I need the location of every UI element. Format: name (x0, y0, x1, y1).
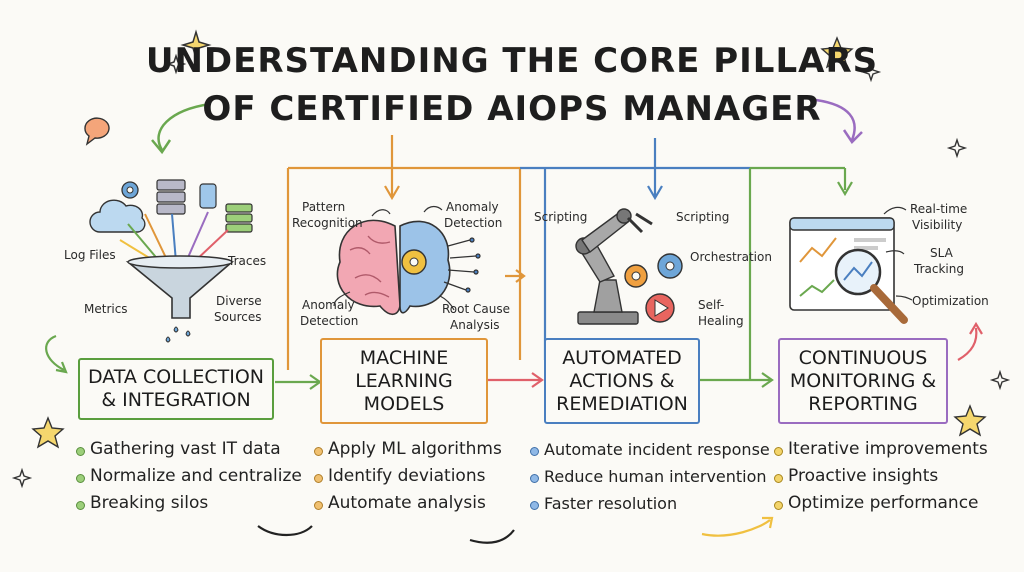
label-tracking: Tracking (914, 262, 964, 276)
label-visibility: Visibility (912, 218, 963, 232)
label-detection-top: Detection (444, 216, 503, 230)
arrow-title-right (815, 98, 856, 141)
pillar-heading-line: AUTOMATED (562, 346, 682, 369)
pillar-3-bullets: Automate incident response Reduce human … (528, 436, 770, 517)
list-item: Proactive insights (772, 463, 988, 490)
pillar-heading-line: REPORTING (808, 392, 918, 415)
pillar-heading-line: MACHINE (359, 346, 449, 369)
speech-bubble-icon (84, 117, 110, 146)
pillar-1-bullets: Gathering vast IT data Normalize and cen… (74, 436, 302, 517)
magnifier-icon (834, 248, 908, 324)
pillar-heading-line: MONITORING & (789, 369, 937, 392)
list-item: Apply ML algorithms (312, 436, 502, 463)
gear-icon (624, 253, 683, 288)
pillar-machine-learning-box: MACHINE LEARNING MODELS (320, 338, 488, 424)
label-sla: SLA (930, 246, 953, 260)
star-icon (11, 36, 1011, 489)
robot-arm-illustration (575, 208, 683, 325)
label-anomaly-bottom: Anomaly (302, 298, 355, 312)
label-optimization: Optimization (912, 294, 989, 308)
pillar-data-collection-box: DATA COLLECTION & INTEGRATION (78, 358, 274, 420)
list-item: Faster resolution (528, 490, 770, 517)
label-root-cause: Root Cause (442, 302, 510, 316)
list-item: Gathering vast IT data (74, 436, 302, 463)
label-analysis: Analysis (450, 318, 500, 332)
funnel-illustration (89, 179, 253, 343)
label-scripting-right: Scripting (676, 210, 730, 224)
list-item: Reduce human intervention (528, 463, 770, 490)
label-log-files: Log Files (64, 248, 116, 262)
brain-illustration (333, 205, 481, 316)
list-item: Automate incident response (528, 436, 770, 463)
pillar-heading-line: DATA COLLECTION (87, 366, 265, 388)
page-title-line-2: OF CERTIFIED AIOPS MANAGER (202, 89, 822, 129)
pillar-heading-line: REMEDIATION (556, 392, 688, 415)
label-anomaly-top: Anomaly (446, 200, 499, 214)
pillar-heading-line: ACTIONS & (569, 369, 675, 392)
label-detection-bottom: Detection (300, 314, 359, 328)
play-button-icon (645, 293, 675, 323)
sparkle-icon (165, 29, 212, 75)
label-orchestration: Orchestration (690, 250, 772, 264)
pillar-automated-actions-box: AUTOMATED ACTIONS & REMEDIATION (544, 338, 700, 424)
label-sources: Sources (214, 310, 262, 324)
arrow-title-left (157, 102, 211, 151)
list-item: Iterative improvements (772, 436, 988, 463)
gear-icon (121, 181, 139, 199)
pillar-4-bullets: Iterative improvements Proactive insight… (772, 436, 988, 517)
pillar-2-bullets: Apply ML algorithms Identify deviations … (312, 436, 502, 517)
connector-lines (45, 135, 983, 544)
list-item: Optimize performance (772, 490, 988, 517)
pillar-heading-line: MODELS (363, 392, 445, 415)
phone-icon (199, 183, 217, 209)
server-icon (156, 179, 186, 215)
label-recognition: Recognition (292, 216, 363, 230)
label-self: Self- (698, 298, 725, 312)
database-icon (225, 203, 253, 233)
label-pattern: Pattern (302, 200, 346, 214)
list-item: Identify deviations (312, 463, 502, 490)
list-item: Automate analysis (312, 490, 502, 517)
label-diverse: Diverse (216, 294, 262, 308)
label-healing: Healing (698, 314, 744, 328)
list-item: Breaking silos (74, 490, 302, 517)
label-traces: Traces (228, 254, 267, 268)
label-metrics: Metrics (84, 302, 128, 316)
label-scripting-left: Scripting (534, 210, 588, 224)
page-title-line-1: UNDERSTANDING THE CORE PILLARS (145, 41, 879, 81)
pillar-continuous-monitoring-box: CONTINUOUS MONITORING & REPORTING (778, 338, 948, 424)
list-item: Normalize and centralize (74, 463, 302, 490)
pillar-heading-line: CONTINUOUS (798, 346, 928, 369)
label-real-time: Real-time (910, 202, 968, 216)
pillar-heading-line: & INTEGRATION (101, 389, 251, 411)
pillar-heading-line: LEARNING (355, 369, 453, 392)
dashboard-illustration (789, 206, 913, 324)
gear-icon (401, 249, 427, 275)
